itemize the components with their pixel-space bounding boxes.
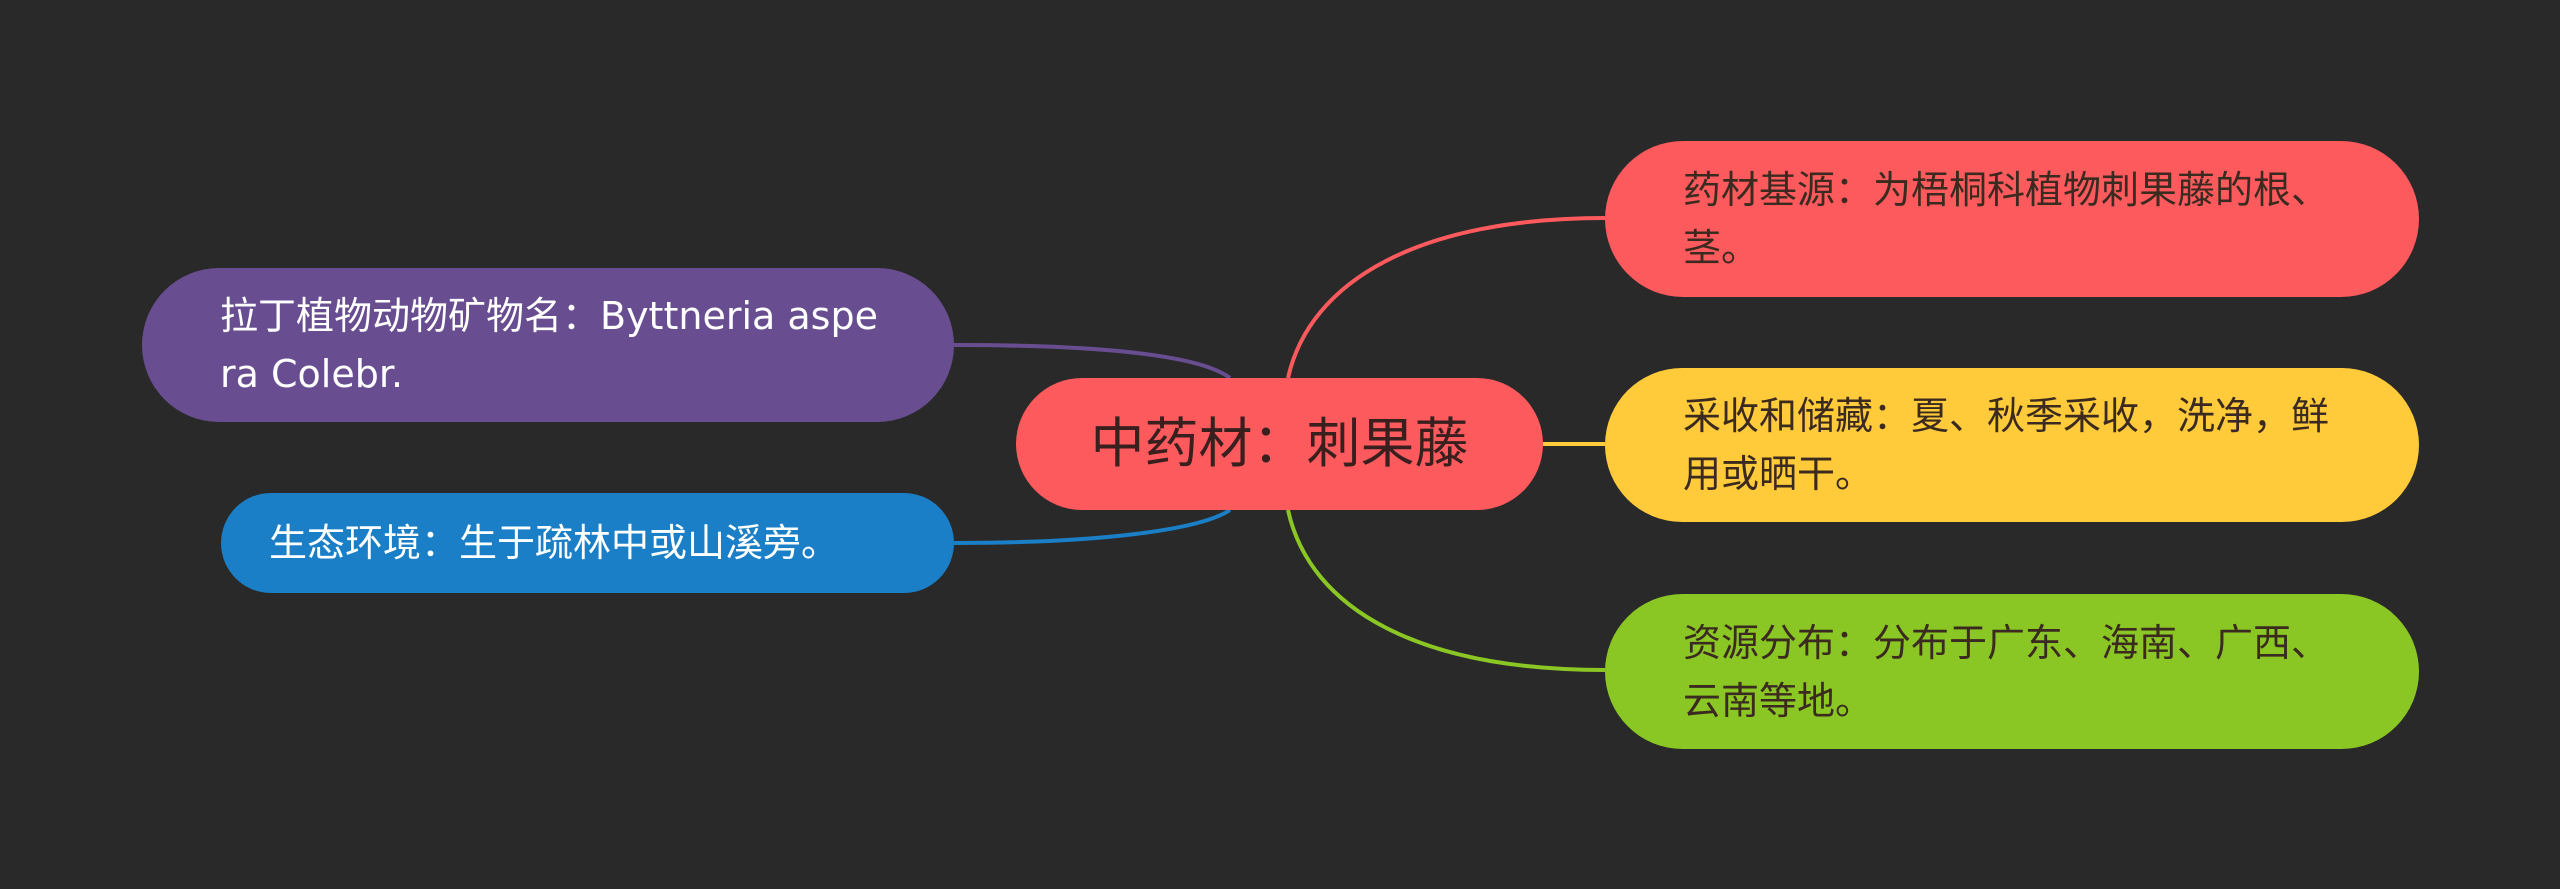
connector-distribution <box>1286 509 1606 672</box>
node-habitat[interactable]: 生态环境：生于疏林中或山溪旁。 <box>221 493 954 593</box>
node-latin-name[interactable]: 拉丁植物动物矿物名：Byttneria aspera Colebr. <box>142 268 954 422</box>
node-source-label: 药材基源：为梧桐科植物刺果藤的根、茎。 <box>1683 168 2330 270</box>
node-latin-name-label: 拉丁植物动物矿物名：Byttneria aspera Colebr. <box>220 294 878 396</box>
root-node-label: 中药材：刺果藤 <box>1090 412 1469 475</box>
node-habitat-label: 生态环境：生于疏林中或山溪旁。 <box>269 521 840 565</box>
node-harvest[interactable]: 采收和储藏：夏、秋季采收，洗净，鲜用或晒干。 <box>1605 368 2419 522</box>
node-harvest-label: 采收和储藏：夏、秋季采收，洗净，鲜用或晒干。 <box>1683 394 2330 496</box>
node-distribution[interactable]: 资源分布：分布于广东、海南、广西、云南等地。 <box>1605 594 2419 749</box>
connector-habitat <box>953 508 1232 545</box>
connector-source <box>1286 216 1606 379</box>
connector-latin <box>953 343 1232 380</box>
root-node[interactable]: 中药材：刺果藤 <box>1016 378 1543 510</box>
node-distribution-label: 资源分布：分布于广东、海南、广西、云南等地。 <box>1683 620 2330 723</box>
node-source[interactable]: 药材基源：为梧桐科植物刺果藤的根、茎。 <box>1605 141 2419 297</box>
